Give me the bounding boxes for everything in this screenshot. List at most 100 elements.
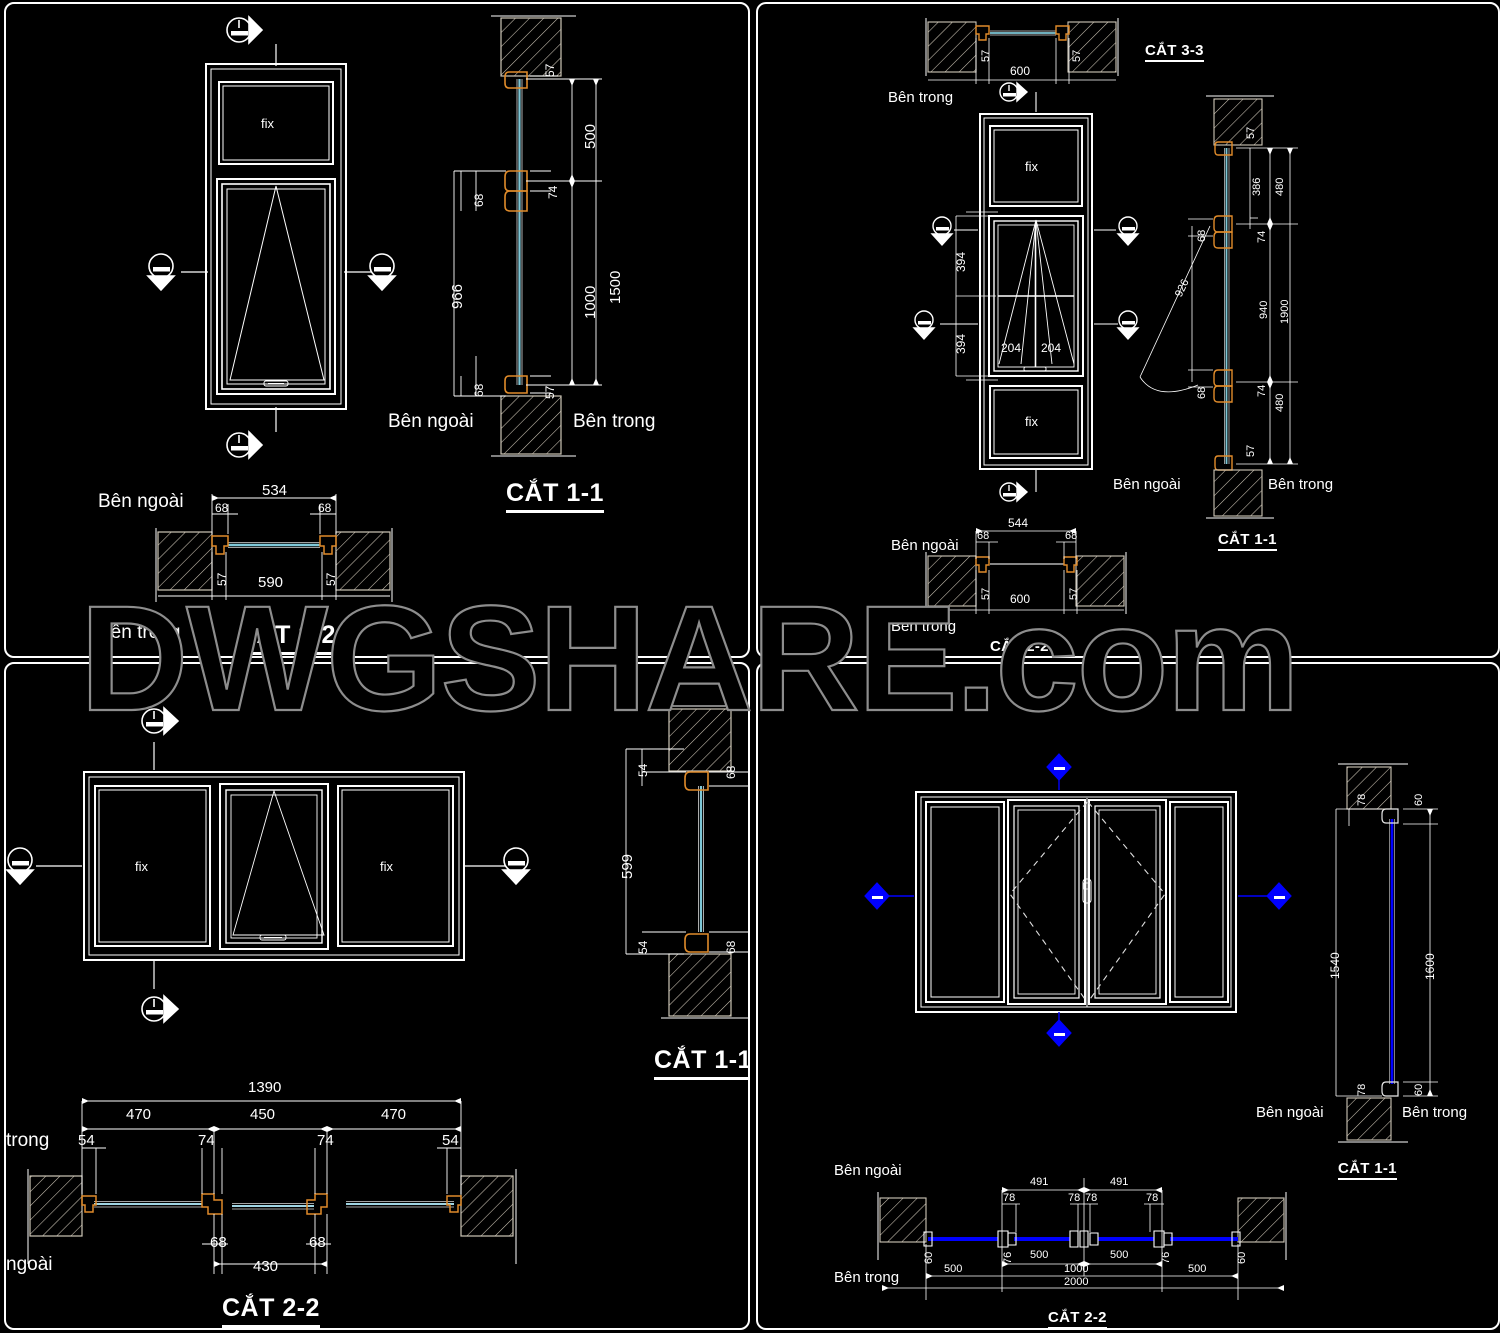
- dim-1900: 1900: [1279, 299, 1291, 324]
- dim-74-left: 74: [198, 1132, 215, 1149]
- dim-480-top: 480: [1274, 177, 1286, 196]
- dim-57-s22-right: 57: [1068, 587, 1080, 600]
- dim-57-s11-top: 57: [1245, 126, 1257, 139]
- dim-78-b: 78: [1068, 1192, 1081, 1204]
- label-inside-clipped: trong: [6, 1130, 50, 1151]
- dim-78-s11-top: 78: [1356, 793, 1368, 806]
- dim-1540: 1540: [1328, 952, 1342, 979]
- dim-1000: 1000: [1064, 1263, 1089, 1275]
- dim-68-s11-top: 68: [724, 765, 738, 779]
- dim-74-s11-bottom: 74: [1256, 384, 1268, 397]
- title-cat-1-1-br: CẮT 1-1: [1338, 1160, 1397, 1180]
- dim-940: 940: [1258, 300, 1270, 319]
- title-cat-2-2-bl: CẮT 2-2: [222, 1294, 320, 1328]
- dim-54-s22-left: 54: [78, 1132, 95, 1149]
- panel-top-left-linework: [146, 15, 602, 460]
- dim-68-s11-bottom: 68: [1196, 386, 1208, 399]
- dim-68-s22-right: 68: [309, 1234, 326, 1251]
- dim-394-top: 394: [954, 251, 968, 272]
- dim-386: 386: [1251, 177, 1263, 196]
- title-cat-2-2-br: CẮT 2-2: [1048, 1309, 1107, 1328]
- dim-57-left: 57: [215, 572, 229, 586]
- title-cat-2-2-tl: CẮT 2-2: [238, 621, 336, 655]
- dim-68-s22-right: 68: [1065, 530, 1078, 542]
- dim-204-right: 204: [1041, 341, 1062, 355]
- dim-470-left: 470: [126, 1106, 152, 1123]
- dim-534: 534: [262, 482, 288, 499]
- dim-57-right: 57: [324, 572, 338, 586]
- dim-544: 544: [1008, 516, 1029, 530]
- section-2-2-linework: [155, 494, 393, 602]
- dim-2000: 2000: [1064, 1276, 1089, 1288]
- label-outside-s11-br: Bên ngoài: [1256, 1104, 1324, 1121]
- dim-599: 599: [619, 853, 636, 879]
- dim-590: 590: [258, 574, 284, 591]
- label-inside-s11-tr: Bên trong: [1268, 476, 1334, 493]
- dim-68-right: 68: [318, 501, 332, 515]
- dim-68-s22-left: 68: [210, 1234, 227, 1251]
- dim-54-s22-right: 54: [442, 1132, 459, 1149]
- dim-500-inner-right: 500: [1110, 1249, 1129, 1261]
- panel-bottom-left-linework: [6, 705, 748, 1274]
- label-outside-s11-tr: Bên ngoài: [1113, 476, 1181, 493]
- dim-76-right: 76: [1160, 1251, 1172, 1264]
- dim-1600: 1600: [1423, 953, 1437, 980]
- fix-label-top: fix: [1025, 159, 1038, 174]
- label-outside-s22-tr: Bên ngoài: [891, 537, 959, 554]
- dim-68-s22-left: 68: [977, 530, 990, 542]
- dim-491-right: 491: [1110, 1176, 1129, 1188]
- panel-bottom-right-linework: [864, 753, 1438, 1300]
- fix-label: fix: [261, 116, 274, 131]
- label-inside-s33: Bên trong: [888, 89, 954, 106]
- title-cat-3-3: CẮT 3-3: [1145, 42, 1204, 62]
- title-cat-1-1: CẮT 1-1: [506, 479, 604, 513]
- dim-78-s11-bottom: 78: [1356, 1083, 1368, 1096]
- dim-68-left: 68: [215, 501, 229, 515]
- dim-491-left: 491: [1030, 1176, 1049, 1188]
- dim-68-s11-bottom: 68: [724, 940, 738, 954]
- panel-top-right-linework: [912, 18, 1298, 614]
- label-inside-s11-br: Bên trong: [1402, 1104, 1468, 1121]
- dim-74-s11-top: 74: [1256, 230, 1268, 243]
- dim-57-s22-left: 57: [980, 587, 992, 600]
- dim-1390: 1390: [248, 1079, 282, 1096]
- dim-450: 450: [250, 1106, 276, 1123]
- title-cat-1-1-tr: CẮT 1-1: [1218, 531, 1277, 551]
- label-outside-s11: Bên ngoài: [388, 411, 474, 432]
- label-inside-s22-tr: Bên trong: [891, 618, 957, 635]
- dim-78-a: 78: [1003, 1192, 1016, 1204]
- dim-480-bottom: 480: [1274, 393, 1286, 412]
- dim-394-bottom: 394: [954, 333, 968, 354]
- dim-68-s11-top: 68: [1196, 229, 1208, 242]
- label-outside-s22: Bên ngoài: [98, 491, 184, 512]
- dim-500-outer-left: 500: [944, 1263, 963, 1275]
- panel-bottom-right: 78 60 1540 1600 78 60 Bên ngoài Bên tron…: [756, 662, 1500, 1330]
- dim-600-s33: 600: [1010, 64, 1031, 78]
- dim-74-right: 74: [317, 1132, 334, 1149]
- fix-label-right: fix: [380, 859, 393, 874]
- dim-60-s11-top: 60: [1413, 793, 1425, 806]
- dim-57-s33-right: 57: [1071, 49, 1083, 62]
- dim-57-s33-left: 57: [980, 49, 992, 62]
- dim-500-outer-right: 500: [1188, 1263, 1207, 1275]
- dim-76-left: 76: [1002, 1251, 1014, 1264]
- dim-60-s11-bottom: 60: [1413, 1083, 1425, 1096]
- dim-470-right: 470: [381, 1106, 407, 1123]
- dim-430: 430: [253, 1258, 279, 1275]
- dim-500-inner-left: 500: [1030, 1249, 1049, 1261]
- label-inside-s11: Bên trong: [573, 411, 656, 432]
- label-outside-s22-br: Bên ngoài: [834, 1162, 902, 1179]
- dim-204-left: 204: [1001, 341, 1022, 355]
- dim-60-s22-right: 60: [1236, 1251, 1248, 1264]
- fix-label-left: fix: [135, 859, 148, 874]
- panel-bottom-left: fix fix 54 68 599 54 68 CẮT 1-1 1390 470…: [4, 662, 750, 1330]
- dim-57-s11-bottom: 57: [1245, 444, 1257, 457]
- label-inside-s22-br: Bên trong: [834, 1269, 900, 1286]
- title-cat-1-1-bl: CẮT 1-1: [654, 1046, 748, 1080]
- dim-60-s22-left: 60: [923, 1251, 935, 1264]
- fix-label-bottom: fix: [1025, 414, 1038, 429]
- title-cat-2-2-tr: CẮT 2-2: [990, 638, 1049, 656]
- dim-78-d: 78: [1146, 1192, 1159, 1204]
- dim-54-bottom: 54: [636, 940, 650, 954]
